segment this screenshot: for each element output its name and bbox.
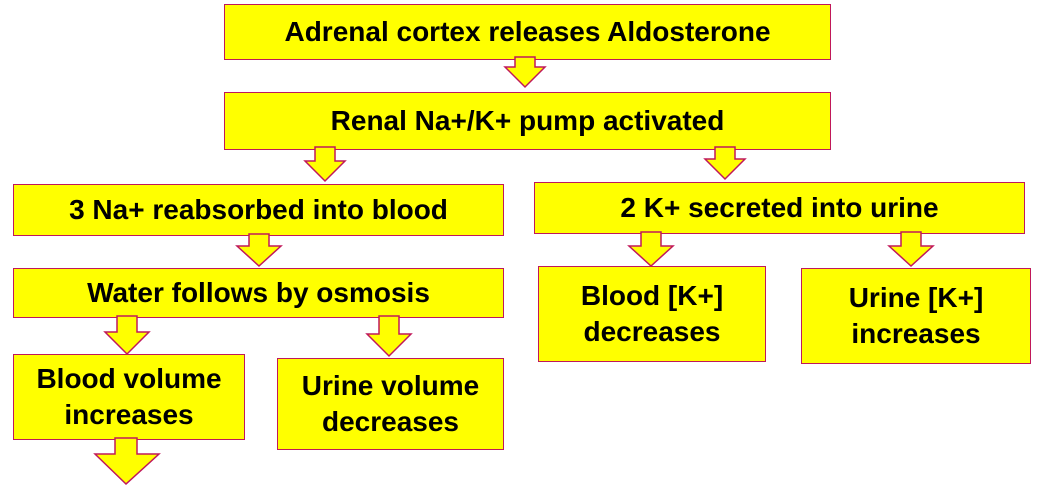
arrow-blood-volume-continues: [93, 437, 161, 486]
node-blood-k-label: Blood [K+] decreases: [580, 279, 724, 347]
arrow-pump-to-k: [703, 146, 747, 181]
node-urine-k: Urine [K+] increases: [801, 268, 1031, 364]
node-urine-volume: Urine volume decreases: [277, 358, 504, 450]
node-na-reabsorbed: 3 Na+ reabsorbed into blood: [13, 184, 504, 236]
node-water-osmosis: Water follows by osmosis: [13, 268, 504, 318]
node-pump-label: Renal Na+/K+ pump activated: [330, 104, 725, 136]
arrow-water-to-urine-volume: [365, 315, 413, 358]
arrow-water-to-blood-volume: [103, 315, 151, 356]
node-na-reabsorbed-label: 3 Na+ reabsorbed into blood: [69, 193, 448, 225]
arrow-k-to-urine-k: [887, 231, 935, 268]
arrow-na-to-water: [235, 233, 283, 268]
arrow-aldosterone-to-pump: [503, 56, 547, 89]
node-k-secreted: 2 K+ secreted into urine: [534, 182, 1025, 234]
node-urine-volume-label: Urine volume decreases: [301, 369, 480, 437]
node-blood-volume-label: Blood volume increases: [36, 362, 222, 430]
node-aldosterone-label: Adrenal cortex releases Aldosterone: [284, 15, 771, 47]
node-water-osmosis-label: Water follows by osmosis: [87, 276, 430, 308]
node-aldosterone: Adrenal cortex releases Aldosterone: [224, 4, 831, 60]
node-blood-volume: Blood volume increases: [13, 354, 245, 440]
node-urine-k-label: Urine [K+] increases: [848, 281, 984, 349]
node-blood-k: Blood [K+] decreases: [538, 266, 766, 362]
arrow-k-to-blood-k: [627, 231, 675, 268]
node-pump: Renal Na+/K+ pump activated: [224, 92, 831, 150]
node-k-secreted-label: 2 K+ secreted into urine: [620, 191, 939, 223]
arrow-pump-to-na: [303, 146, 347, 183]
